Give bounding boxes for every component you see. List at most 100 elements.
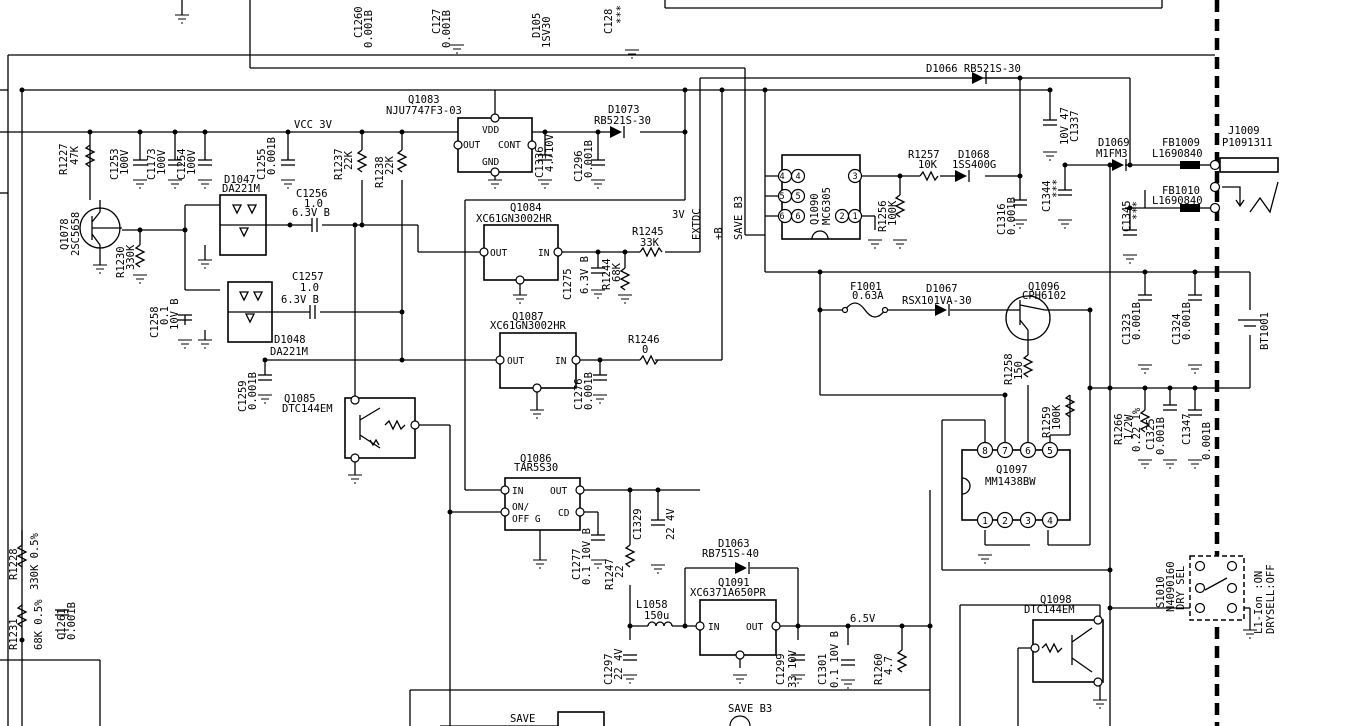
q1087-regulator: OUT IN	[495, 332, 581, 393]
r1238-ref: R1238	[374, 156, 386, 188]
save-label: SAVE	[510, 713, 535, 725]
svg-text:C1258: C1258	[149, 306, 161, 338]
svg-text:C127: C127	[431, 9, 443, 34]
q1083-part: NJU7747F3-03	[386, 105, 462, 117]
svg-text:1SV30: 1SV30	[541, 16, 553, 48]
j1009-part: P1091311	[1222, 137, 1273, 149]
r1245-val: 33K	[640, 237, 660, 249]
save-b3-circle	[729, 715, 751, 726]
svg-text:5: 5	[779, 192, 784, 202]
save-box	[557, 711, 605, 726]
q1084-part: XC61GN3002HR	[476, 213, 553, 225]
r1245-ref: R1245	[632, 226, 664, 238]
r1228-ref: R1228	[8, 548, 20, 580]
svg-text:C1254: C1254	[176, 148, 188, 180]
svg-text:***: ***	[615, 5, 627, 24]
q1078-transistor	[79, 207, 122, 249]
svg-text:0.001B: 0.001B	[1006, 197, 1018, 235]
q1083-regulator: VDD OUT CONT GND	[453, 113, 537, 177]
svg-text:C1323: C1323	[1121, 313, 1133, 345]
svg-text:1: 1	[852, 212, 857, 222]
fb1009-val: L1690840	[1152, 148, 1203, 160]
svg-text:C1316: C1316	[996, 203, 1008, 235]
svg-text:C1261: C1261	[56, 608, 68, 640]
r1244-val: 68K	[611, 262, 623, 282]
svg-text:CD: CD	[558, 508, 570, 519]
svg-text:22 4V: 22 4V	[613, 648, 625, 680]
q1097-ref: Q1097	[996, 464, 1028, 476]
q1086-part: TAR5S30	[514, 462, 558, 474]
svg-text:C1173: C1173	[146, 148, 158, 180]
svg-text:C1336: C1336	[534, 146, 546, 178]
svg-text:0.1 10V B: 0.1 10V B	[829, 631, 841, 688]
r1238-val: 22K	[384, 155, 396, 175]
s1010-part: N4090160	[1165, 561, 1177, 612]
s1010-on-note: L1-Ion :ON	[1253, 571, 1265, 634]
svg-text:0.1: 0.1	[159, 306, 171, 325]
d1066-label: D1066 RB521S-30	[926, 63, 1021, 75]
fb1010-ref: FB1010	[1162, 185, 1200, 197]
q1091-regulator: IN OUT	[695, 599, 781, 660]
q1090-ic: 4 5 6 3 1 5 4 6 2	[777, 154, 863, 240]
3v-label: 3V	[672, 209, 685, 221]
svg-text:1.0: 1.0	[300, 282, 319, 294]
svg-text:0.1 10V B: 0.1 10V B	[581, 528, 593, 585]
q1085-transistor	[344, 395, 420, 463]
r1247-val: 22	[614, 565, 626, 578]
svg-text:0.001B: 0.001B	[363, 10, 375, 48]
svg-text:0.001B: 0.001B	[1201, 422, 1213, 460]
q1078-part: 2SC5658	[70, 212, 82, 256]
d1048-diode-array	[227, 281, 273, 343]
svg-text:OUT: OUT	[746, 622, 763, 633]
svg-text:4: 4	[779, 172, 784, 182]
svg-text:C1329: C1329	[632, 508, 644, 540]
q1083-cont-label: CONT	[498, 140, 521, 151]
q1087-part: XC61GN3002HR	[490, 320, 567, 332]
svg-text:4.710V: 4.710V	[544, 133, 556, 172]
svg-text:100V: 100V	[119, 149, 131, 175]
q1083-ref: Q1083	[408, 94, 440, 106]
svg-text:1: 1	[982, 516, 988, 527]
svg-text:C1259: C1259	[237, 380, 249, 412]
d1063-ref: D1063	[718, 538, 750, 550]
d1068-part: 1SS400G	[952, 159, 996, 171]
svg-text:C1345: C1345	[1121, 200, 1133, 232]
svg-text:0.001B: 0.001B	[583, 372, 595, 410]
svg-text:3: 3	[1025, 516, 1031, 527]
svg-text:C1255: C1255	[256, 148, 268, 180]
q1097-part: MM1438BW	[985, 476, 1036, 488]
svg-text:C1324: C1324	[1171, 313, 1183, 345]
d1069-part: M1FM3	[1096, 148, 1128, 160]
d1048-ref: D1048	[274, 334, 306, 346]
svg-text:4: 4	[795, 172, 800, 182]
svg-text:6: 6	[779, 212, 784, 222]
q1087-ref: Q1087	[512, 311, 544, 323]
r1260-ref: R1260	[873, 653, 885, 685]
svg-text:10V 47: 10V 47	[1059, 107, 1071, 145]
r1257-ref: R1257	[908, 149, 940, 161]
plus-b-label: +B	[713, 227, 725, 240]
bt1001-label: BT1001	[1259, 312, 1271, 350]
r1246-ref: R1246	[628, 334, 660, 346]
s1010-function: DRY SEL	[1175, 566, 1187, 610]
s1010-off-note: DRYSELL:OFF	[1265, 564, 1277, 634]
q1085-ref: Q1085	[284, 393, 316, 405]
svg-text:0.001B: 0.001B	[66, 602, 78, 640]
r1230-val: 330K	[125, 244, 137, 270]
l1058-ref: L1058	[636, 599, 668, 611]
d1073-ref: D1073	[608, 104, 640, 116]
r1237-val: 22K	[343, 150, 355, 170]
vcc-3v-label: VCC 3V	[294, 119, 333, 131]
svg-text:C1299: C1299	[775, 653, 787, 685]
svg-text:6: 6	[1025, 446, 1031, 457]
6-5v-label: 6.5V	[850, 613, 876, 625]
d1068-ref: D1068	[958, 149, 990, 161]
svg-text:C1277: C1277	[571, 548, 583, 580]
ground-symbols	[55, 14, 1257, 709]
svg-text:0.001B: 0.001B	[1131, 302, 1143, 340]
svg-text:10V B: 10V B	[169, 298, 181, 330]
svg-text:100V: 100V	[186, 149, 198, 175]
fb1009-ref: FB1009	[1162, 137, 1200, 149]
d1047-diode-array	[219, 194, 267, 256]
r1230-ref: R1230	[115, 246, 127, 278]
